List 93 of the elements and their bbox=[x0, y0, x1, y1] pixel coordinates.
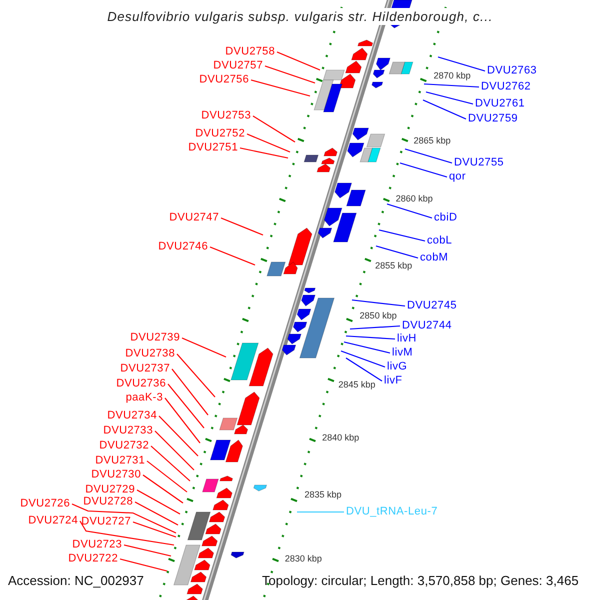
gene-label: DVU2763 bbox=[487, 66, 537, 76]
leader-line bbox=[340, 350, 386, 368]
scale-label: 2855 kbp bbox=[374, 262, 414, 270]
leader-line bbox=[386, 203, 432, 219]
gene-label: DVU2752 bbox=[195, 128, 245, 140]
scale-label: 2830 kbp bbox=[284, 554, 323, 564]
leader-line bbox=[176, 354, 216, 398]
leader-line bbox=[146, 460, 188, 492]
gene-label: cobL bbox=[427, 236, 452, 246]
leader-line bbox=[172, 368, 208, 416]
leader-line bbox=[182, 338, 226, 358]
leader-line bbox=[346, 358, 382, 382]
leader-line bbox=[210, 246, 256, 266]
gene-label: livF bbox=[384, 376, 402, 386]
scale-label: 2860 kbp bbox=[394, 194, 434, 204]
gene-label: DVU2731 bbox=[95, 456, 145, 466]
gene-label: DVU2739 bbox=[130, 332, 180, 344]
leader-line bbox=[350, 325, 400, 330]
leader-line bbox=[134, 502, 178, 526]
leader-line bbox=[132, 521, 176, 538]
gene-label: DVU2744 bbox=[402, 320, 452, 332]
scale-label: 2840 kbp bbox=[321, 434, 360, 442]
gene-label: DVU2758 bbox=[225, 46, 275, 58]
gene-label: DVU2723 bbox=[72, 540, 122, 550]
gene-label: DVU2753 bbox=[201, 110, 251, 122]
gene-label: DVU2732 bbox=[99, 440, 149, 452]
leader-line bbox=[404, 148, 452, 164]
gene-label: qor bbox=[449, 172, 466, 182]
leader-line bbox=[264, 65, 316, 84]
leader-line bbox=[378, 229, 426, 242]
leader-line bbox=[422, 100, 466, 120]
leader-line bbox=[124, 544, 172, 557]
leader-line bbox=[346, 335, 396, 340]
scale-label: 2870 kbp bbox=[432, 72, 472, 80]
gene-label: cbiD bbox=[434, 212, 458, 224]
leader-line bbox=[438, 56, 486, 72]
leader-line bbox=[154, 430, 194, 470]
leader-line bbox=[252, 116, 296, 142]
leader-line bbox=[168, 384, 204, 428]
gene-label: cobM bbox=[420, 252, 448, 264]
leader-line bbox=[80, 520, 174, 546]
leader-line bbox=[276, 52, 320, 70]
leader-line bbox=[376, 245, 418, 259]
gene-label: DVU2756 bbox=[199, 74, 249, 86]
gene-label: DVU2755 bbox=[454, 158, 504, 168]
leader-line bbox=[158, 416, 198, 456]
gene-label: DVU2759 bbox=[468, 114, 518, 124]
scale-label: 2845 kbp bbox=[337, 380, 376, 390]
leader-line bbox=[400, 162, 448, 178]
gene-label: DVU2729 bbox=[85, 484, 135, 496]
gene-label: DVU2738 bbox=[125, 348, 175, 360]
gene-label: DVU2737 bbox=[120, 364, 170, 374]
scale-label: 2865 kbp bbox=[412, 136, 452, 146]
gene-label: DVU2724 bbox=[28, 516, 78, 526]
leader-line bbox=[142, 474, 184, 504]
gene-label: DVU_tRNA-Leu-7 bbox=[346, 506, 438, 518]
gene-label: DVU2736 bbox=[116, 378, 166, 390]
gene-label: DVU2761 bbox=[475, 98, 525, 110]
gene-label: DVU2728 bbox=[83, 496, 133, 508]
gene-label: DVU2746 bbox=[158, 242, 208, 252]
scale-label: 2835 kbp bbox=[304, 490, 343, 500]
gene-label: DVU2730 bbox=[91, 470, 141, 480]
gene-label: DVU2751 bbox=[188, 142, 238, 154]
footer-text: Accession: NC_002937 bbox=[8, 574, 144, 587]
leader-line bbox=[344, 341, 390, 354]
leader-line bbox=[164, 398, 200, 444]
gene-label: DVU2733 bbox=[103, 426, 153, 436]
gene-label: DVU2745 bbox=[407, 300, 457, 312]
leader-line bbox=[250, 79, 310, 97]
gene-label: DVU2757 bbox=[213, 60, 263, 72]
leader-line bbox=[246, 134, 290, 152]
gene-label: DVU2727 bbox=[81, 516, 131, 528]
scale-label: 2850 kbp bbox=[358, 312, 398, 320]
leader-line bbox=[426, 91, 474, 105]
gene-label: livM bbox=[392, 348, 413, 358]
leader-line bbox=[297, 511, 344, 513]
gene-label: livH bbox=[397, 334, 417, 344]
leader-line bbox=[240, 147, 288, 159]
leader-line bbox=[72, 504, 176, 534]
gene-label: paaK-3 bbox=[126, 392, 163, 404]
gene-label: DVU2726 bbox=[20, 498, 70, 510]
leader-line bbox=[150, 446, 190, 482]
leader-line bbox=[220, 218, 264, 236]
leader-line bbox=[352, 299, 406, 307]
gene-label: DVU2747 bbox=[169, 212, 219, 224]
leader-line bbox=[136, 490, 180, 514]
gene-label: DVU2734 bbox=[107, 410, 157, 422]
leader-line bbox=[424, 83, 480, 88]
footer-text: Topology: circular; Length: 3,570,858 bp; Genes: 3,465 bbox=[262, 574, 579, 587]
gene-label: DVU2762 bbox=[481, 82, 531, 92]
leader-line bbox=[120, 558, 168, 572]
gene-label: livG bbox=[387, 362, 408, 372]
gene-label: DVU2722 bbox=[68, 554, 118, 564]
